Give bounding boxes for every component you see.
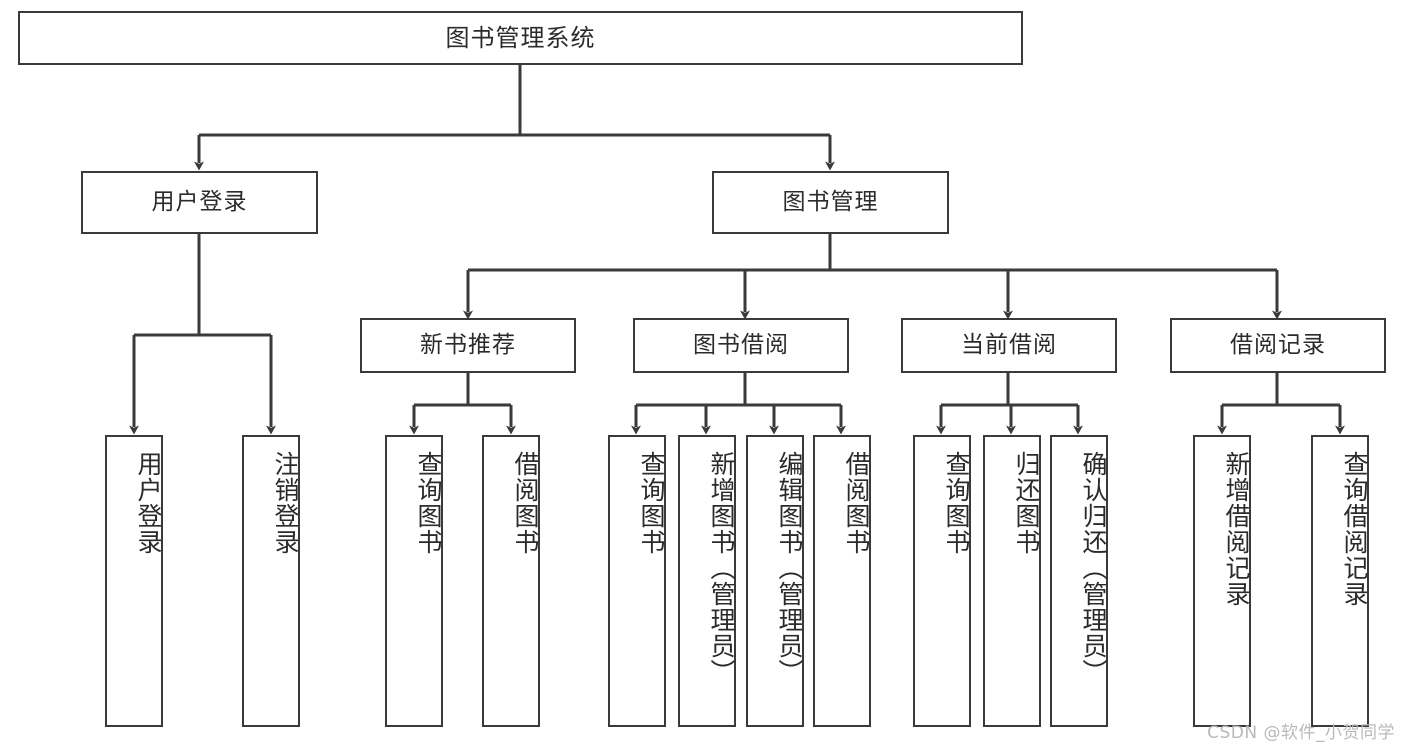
node-label: 用户登录 — [151, 188, 248, 215]
node-leaf-current-confirm-return[interactable]: 确认归还（管理员） — [1050, 435, 1108, 727]
node-label: 编辑图书（管理员） — [775, 451, 804, 685]
node-label: 查询借阅记录 — [1340, 451, 1369, 607]
node-label: 新书推荐 — [420, 331, 516, 358]
csdn-watermark: CSDN @软件_小贺同学 — [1207, 723, 1395, 743]
node-new-book-recommend[interactable]: 新书推荐 — [360, 318, 576, 373]
node-label: 查询图书 — [942, 451, 971, 555]
node-leaf-record-query-record[interactable]: 查询借阅记录 — [1311, 435, 1369, 727]
node-label: 借阅图书 — [511, 451, 540, 555]
node-label: 归还图书 — [1012, 451, 1041, 555]
node-leaf-borrow-add-book[interactable]: 新增图书（管理员） — [678, 435, 736, 727]
node-label: 新增图书（管理员） — [707, 451, 736, 685]
node-borrow-record[interactable]: 借阅记录 — [1170, 318, 1386, 373]
node-book-borrow[interactable]: 图书借阅 — [633, 318, 849, 373]
node-label: 借阅记录 — [1230, 331, 1326, 358]
node-label: 当前借阅 — [961, 331, 1057, 358]
node-leaf-current-return-book[interactable]: 归还图书 — [983, 435, 1041, 727]
node-leaf-recommend-query-book[interactable]: 查询图书 — [385, 435, 443, 727]
node-label: 图书管理系统 — [445, 23, 596, 52]
node-label: 图书借阅 — [693, 331, 789, 358]
node-label: 用户登录 — [134, 451, 163, 555]
node-leaf-recommend-borrow-book[interactable]: 借阅图书 — [482, 435, 540, 727]
node-label: 查询图书 — [637, 451, 666, 555]
node-leaf-borrow-query-book[interactable]: 查询图书 — [608, 435, 666, 727]
node-current-borrow[interactable]: 当前借阅 — [901, 318, 1117, 373]
node-label: 确认归还（管理员） — [1079, 451, 1108, 685]
node-book-manage[interactable]: 图书管理 — [712, 171, 949, 234]
node-user-login[interactable]: 用户登录 — [81, 171, 318, 234]
node-label: 新增借阅记录 — [1222, 451, 1251, 607]
node-label: 借阅图书 — [842, 451, 871, 555]
node-label: 查询图书 — [414, 451, 443, 555]
node-root-system[interactable]: 图书管理系统 — [18, 11, 1023, 65]
node-leaf-logout[interactable]: 注销登录 — [242, 435, 300, 727]
node-leaf-borrow-edit-book[interactable]: 编辑图书（管理员） — [746, 435, 804, 727]
node-leaf-record-add-record[interactable]: 新增借阅记录 — [1193, 435, 1251, 727]
node-leaf-current-query-book[interactable]: 查询图书 — [913, 435, 971, 727]
node-leaf-borrow-borrow-book[interactable]: 借阅图书 — [813, 435, 871, 727]
node-label: 注销登录 — [271, 451, 300, 555]
node-label: 图书管理 — [782, 188, 879, 215]
node-leaf-user-login[interactable]: 用户登录 — [105, 435, 163, 727]
